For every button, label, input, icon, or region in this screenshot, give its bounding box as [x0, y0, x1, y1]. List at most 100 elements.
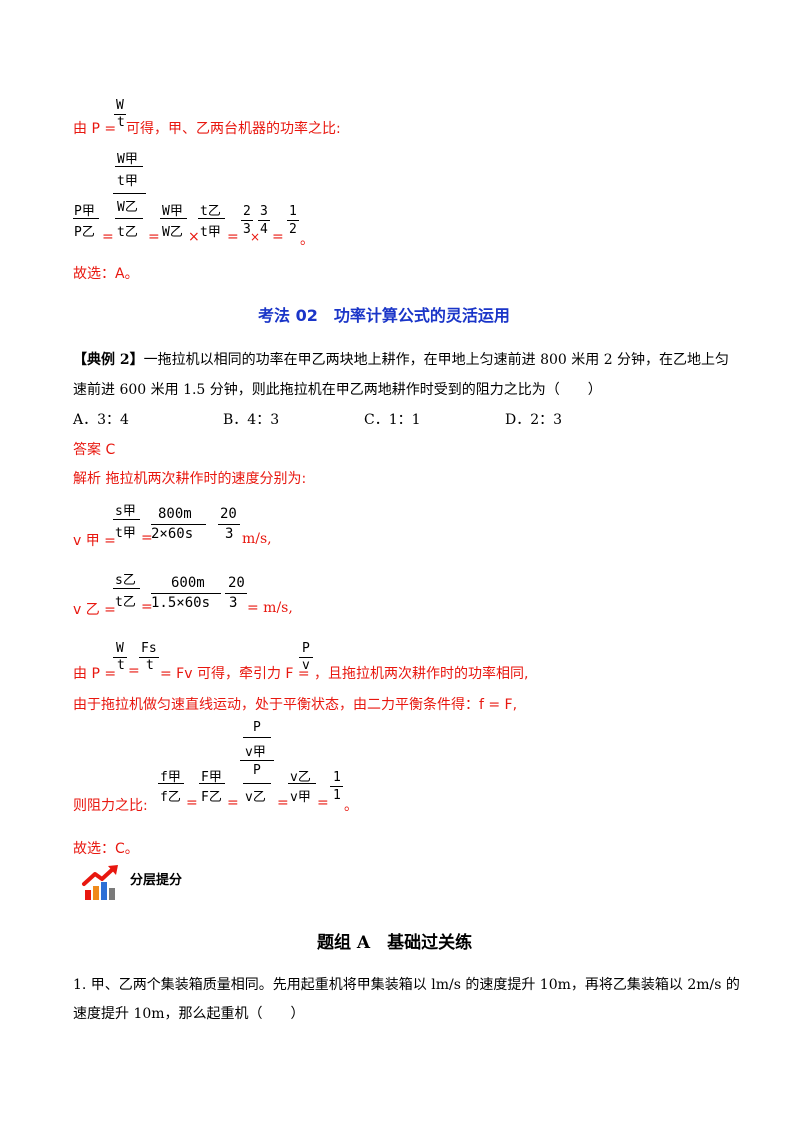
- fraction-numerator: 20: [228, 575, 245, 591]
- fraction-bar: [115, 166, 143, 167]
- fraction-denominator: 2×60s: [151, 526, 194, 542]
- fraction-numerator: P: [302, 641, 310, 656]
- fraction-bar: [287, 220, 299, 221]
- option-d: D．2：3: [505, 412, 563, 428]
- question-1-line-1: 1. 甲、乙两个集装箱质量相同。先用起重机将甲集装箱以 lm/s 的速度提升 1…: [73, 977, 740, 993]
- fraction-bar: [151, 593, 221, 594]
- fraction-denominator: 2: [289, 222, 297, 237]
- fraction-bar: [199, 783, 225, 784]
- fraction-bar: [225, 593, 247, 594]
- fraction-bar: [243, 737, 271, 738]
- fraction-numerator: P甲: [74, 204, 95, 219]
- fraction-denominator: v甲: [290, 790, 311, 805]
- formula-intro-prefix: 由 P =: [73, 121, 117, 137]
- fraction-bar: [258, 220, 270, 221]
- equals-sign: =: [277, 795, 289, 811]
- fraction-numerator: 2: [243, 204, 251, 219]
- fraction-bar: [139, 657, 159, 658]
- fraction-numerator: v乙: [290, 770, 311, 785]
- example-line-1: 【典例 2】一拖拉机以相同的功率在甲乙两块地上耕作，在甲地上匀速前进 800 米…: [73, 349, 729, 369]
- equals-sign: =: [317, 795, 329, 811]
- fraction-numerator: W甲: [162, 204, 183, 219]
- fraction-denominator: t: [146, 658, 154, 673]
- fraction-numerator: W甲: [117, 152, 138, 167]
- fraction-denominator: t: [117, 658, 125, 673]
- fraction-denominator: 3: [243, 222, 251, 237]
- fraction-bar: [218, 524, 240, 525]
- equals-sign: =: [128, 663, 140, 679]
- fraction-bar: [113, 519, 140, 520]
- equals-sign: =: [148, 229, 160, 245]
- fraction-denominator: t甲: [200, 225, 221, 240]
- equals-sign: =: [227, 795, 239, 811]
- formula-intro-suffix: 可得，甲、乙两台机器的功率之比:: [126, 121, 341, 137]
- formula-prefix: 由 P =: [73, 666, 117, 682]
- example-text-2: 速前进 600 米用 1.5 分钟，则此拖拉机在甲乙两地耕作时受到的阻力之比为（…: [73, 382, 602, 398]
- fraction-bar: [73, 218, 99, 219]
- choice-answer-c: 故选：C。: [73, 841, 139, 857]
- fraction-numerator: 20: [220, 506, 237, 522]
- equals-sign: =: [272, 229, 284, 245]
- fraction-numerator: P: [253, 720, 261, 735]
- fraction-denominator: v: [302, 658, 310, 673]
- analysis-line: 解析 拖拉机两次耕作时的速度分别为:: [73, 471, 307, 487]
- equilibrium-line: 由于拖拉机做匀速直线运动，处于平衡状态，由二力平衡条件得：f = F,: [73, 697, 518, 713]
- option-a: A．3：4: [73, 412, 129, 428]
- times-sign: ×: [250, 230, 261, 244]
- period: 。: [344, 798, 358, 814]
- fraction-bar: [243, 783, 271, 784]
- fraction-denominator: t: [117, 115, 125, 130]
- layer-label: 分层提分: [130, 873, 183, 888]
- fraction-numerator: s甲: [115, 504, 136, 519]
- unit: = m/s,: [247, 600, 293, 616]
- fraction-numerator: 1: [333, 770, 341, 785]
- velocity-lhs: v 乙 =: [73, 602, 116, 618]
- group-title: 题组 A 基础过关练: [317, 933, 473, 953]
- fraction-bar: [288, 783, 316, 784]
- fraction-numerator: t乙: [200, 204, 221, 219]
- equals-sign: =: [186, 795, 198, 811]
- choice-answer-a: 故选：A。: [73, 266, 139, 282]
- question-1-line-2: 速度提升 10m，那么起重机（ ）: [73, 1006, 305, 1022]
- fraction-denominator: 3: [229, 595, 238, 611]
- equals-sign: =: [102, 229, 114, 245]
- fraction-numerator: 600m: [171, 575, 205, 591]
- fraction-bar: [198, 218, 225, 219]
- fraction-numerator: Fs: [141, 641, 157, 656]
- fraction-bar: [113, 657, 127, 658]
- fraction-numerator: F甲: [201, 770, 222, 785]
- fraction-bar: [299, 657, 313, 658]
- fraction-denominator: v乙: [245, 790, 266, 805]
- period: 。: [300, 232, 314, 248]
- growth-chart-icon: [81, 862, 123, 902]
- fraction-numerator: P: [253, 763, 261, 778]
- equals-sign: =: [141, 530, 153, 546]
- option-c: C．1：1: [364, 412, 421, 428]
- fraction-bar: [151, 524, 206, 525]
- answer-line: 答案 C: [73, 442, 116, 458]
- fraction-bar: [158, 783, 184, 784]
- fraction-denominator: F乙: [201, 790, 222, 805]
- fraction-numerator: W: [116, 98, 124, 113]
- option-b: B．4：3: [223, 412, 280, 428]
- fraction-numerator: 1: [289, 204, 297, 219]
- formula-mid: = Fv 可得，牵引力 F =: [160, 666, 310, 682]
- fraction-denominator: 4: [260, 222, 268, 237]
- fraction-denominator: v甲: [245, 745, 266, 760]
- fraction-denominator: W乙: [162, 225, 183, 240]
- fraction-numerator: f甲: [160, 770, 181, 785]
- fraction-numerator: s乙: [115, 573, 136, 588]
- fraction-denominator: t甲: [117, 174, 138, 189]
- fraction-numerator: W乙: [117, 200, 138, 215]
- main-fraction-bar: [240, 760, 274, 761]
- fraction-numerator: W: [116, 641, 124, 656]
- fraction-bar: [160, 218, 187, 219]
- unit: m/s,: [242, 531, 272, 547]
- fraction-denominator: t乙: [115, 595, 136, 610]
- fraction-bar: [113, 588, 140, 589]
- equals-sign: =: [141, 599, 153, 615]
- fraction-numerator: 3: [260, 204, 268, 219]
- fraction-bar: [115, 218, 143, 219]
- velocity-lhs: v 甲 =: [73, 533, 116, 549]
- fraction-denominator: f乙: [160, 790, 181, 805]
